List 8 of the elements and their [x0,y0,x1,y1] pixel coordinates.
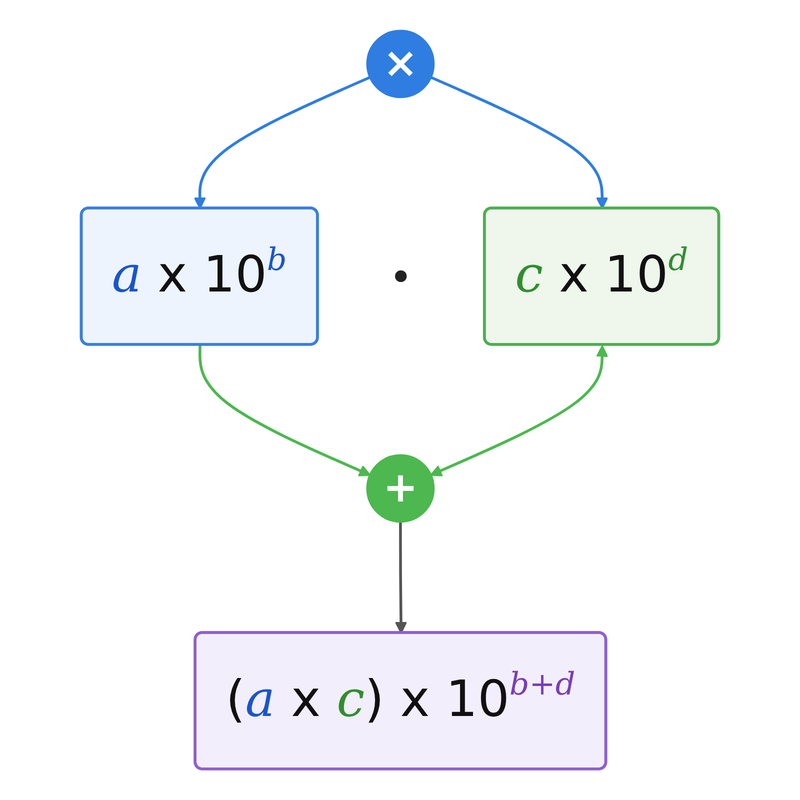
node-circle: × [366,30,435,98]
arrow [430,345,608,476]
arrow [194,76,371,210]
arrow [394,521,408,634]
node-circle: + [366,454,435,523]
arrow [198,345,371,476]
arrow [430,76,608,210]
multiplication-dot: · [388,260,413,293]
